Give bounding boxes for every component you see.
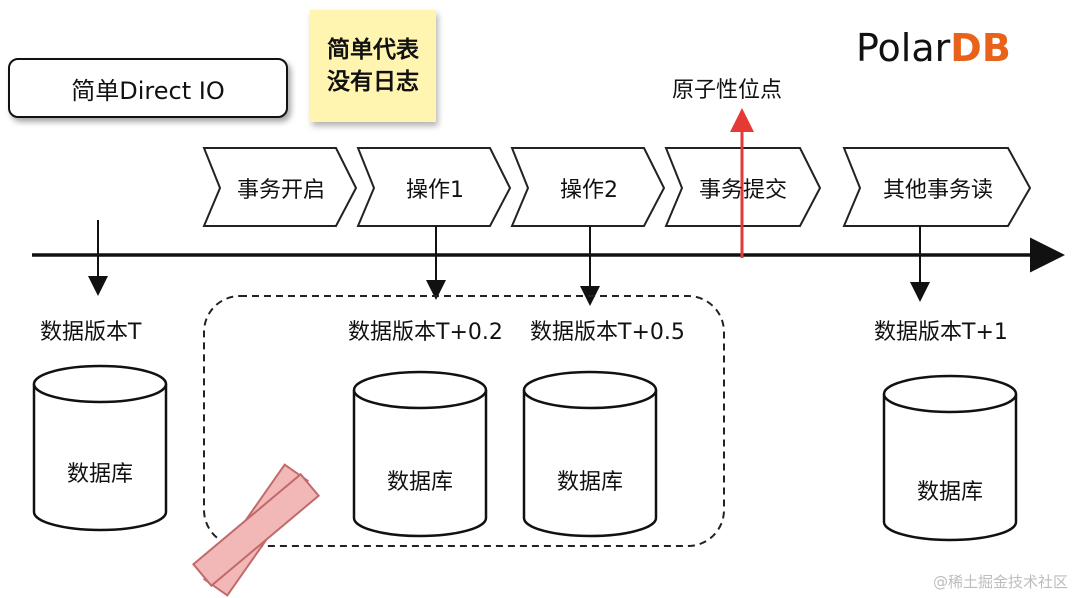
db-cylinder-1 xyxy=(32,364,168,532)
db-cylinder-2 xyxy=(352,370,488,538)
db-label-3: 数据库 xyxy=(556,470,623,495)
version-label-t1: 数据版本T+1 xyxy=(874,320,1008,345)
cross-icon xyxy=(191,463,321,597)
step-label-commit: 事务提交 xyxy=(698,178,787,203)
discarded-group xyxy=(203,295,725,547)
version-label-t: 数据版本T xyxy=(40,320,142,345)
version-label-t05: 数据版本T+0.5 xyxy=(530,320,685,345)
logo-mark: DB xyxy=(950,26,1011,70)
db-label-2: 数据库 xyxy=(386,470,453,495)
db-label-4: 数据库 xyxy=(916,480,983,505)
step-label-op2: 操作2 xyxy=(560,178,618,203)
step-label-begin: 事务开启 xyxy=(236,178,325,203)
direct-io-label-box: 简单Direct IO xyxy=(8,58,288,118)
note-text: 简单代表 没有日志 xyxy=(327,37,419,95)
atomic-point-label: 原子性位点 xyxy=(672,78,783,103)
step-label-op1: 操作1 xyxy=(406,178,464,203)
step-chevron-begin xyxy=(202,147,358,227)
db-label-1: 数据库 xyxy=(66,462,133,487)
step-label-read: 其他事务读 xyxy=(882,178,993,203)
step-chevron-op2 xyxy=(510,147,666,227)
note-sticky: 简单代表 没有日志 xyxy=(310,10,436,122)
version-label-t02: 数据版本T+0.2 xyxy=(348,320,503,345)
logo-text: Polar xyxy=(856,26,951,70)
step-chevron-read xyxy=(842,147,1032,227)
direct-io-label: 简单Direct IO xyxy=(71,76,225,105)
db-cylinder-3 xyxy=(522,370,658,538)
step-chevron-op1 xyxy=(356,147,512,227)
watermark: @稀土掘金技术社区 xyxy=(932,573,1068,591)
db-cylinder-4 xyxy=(882,374,1018,542)
